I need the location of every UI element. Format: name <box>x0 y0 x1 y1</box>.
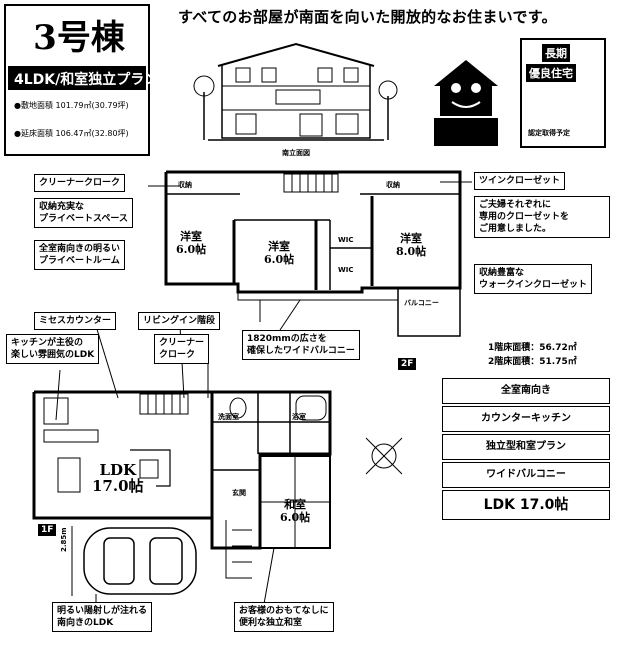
land-area: ●敷地面積 101.79㎡(30.79坪) <box>14 101 129 110</box>
balcony-label: バルコニー <box>404 299 439 307</box>
callout-cleaner-closet: クリーナークローク <box>34 174 126 192</box>
callout-living-in-stairs: リビングイン階段 <box>138 312 221 330</box>
logo-line1: 長期 <box>542 44 570 62</box>
south-elevation-drawing <box>193 42 398 141</box>
callout-kitchen-ldk: キッチンが主役の 楽しい雰囲気のLDK <box>6 334 100 364</box>
floor-area: ●延床面積 106.47㎡(32.80坪) <box>14 129 129 138</box>
feature-1: 全室南向き <box>442 378 610 404</box>
callout-south-rooms: 全室南向きの明るい プライベートルーム <box>34 240 126 270</box>
room-wic-1: WIC <box>338 236 354 244</box>
callout-wide-balcony: 1820mmの広さを 確保したワイドバルコニー <box>242 330 360 360</box>
feature-4: ワイドバルコニー <box>442 462 610 488</box>
closet-label-1: 収納 <box>178 181 192 189</box>
facade-caption: 南立面図 <box>282 149 310 157</box>
room-bath: 浴室 <box>292 413 306 421</box>
callout-bright-ldk: 明るい陽射しが注れる 南向きのLDK <box>52 602 153 632</box>
closet-label-2: 収納 <box>386 181 400 189</box>
floor-badge-1f: 1F <box>38 524 57 536</box>
feature-2: カウンターキッチン <box>442 406 610 432</box>
room-wic-2: WIC <box>338 266 354 274</box>
feature-5: LDK 17.0帖 <box>442 490 610 520</box>
compass-icon <box>365 437 403 475</box>
callout-twin-closet: ツインクローゼット <box>474 172 566 190</box>
house-icon <box>434 60 498 116</box>
second-floor-plan <box>164 170 462 337</box>
callout-walk-in: 収納豊富な ウォークインクローゼット <box>474 264 593 294</box>
long-term-quality-logo: 長期 優良住宅 認定取得予定 <box>520 38 606 148</box>
parking-width: 2.85m <box>60 527 68 552</box>
callout-cleaner-cloak: クリーナー クローク <box>154 334 210 364</box>
area-2f: 2階床面積：51.75㎡ <box>488 357 577 367</box>
callout-twin-closet-note: ご夫婦それぞれに 専用のクローゼットを ご用意しました。 <box>474 196 610 238</box>
first-floor-plan <box>32 390 332 579</box>
callout-guest-room: お客様のおもてなしに 便利な独立和室 <box>234 602 334 632</box>
logo-line2: 優良住宅 <box>526 64 576 82</box>
building-number: 3号棟 <box>33 18 125 58</box>
room-washroom: 洗面室 <box>218 413 239 421</box>
logo-note: 認定取得予定 <box>528 129 570 137</box>
room-entrance: 玄関 <box>232 489 246 497</box>
area-1f: 1階床面積：56.72㎡ <box>488 343 577 353</box>
headline: すべてのお部屋が南面を向いた開放的なお住まいです。 <box>178 8 557 26</box>
callout-mrs-counter: ミセスカウンター <box>34 312 117 330</box>
feature-3: 独立型和室プラン <box>442 434 610 460</box>
plan-type-band: 4LDK/和室独立プラン <box>8 66 158 90</box>
certification-black-panel <box>434 118 498 146</box>
car-drawing <box>83 527 197 595</box>
floor-badge-2f: 2F <box>398 358 417 370</box>
building-info-box: 3号棟 4LDK/和室独立プラン ●敷地面積 101.79㎡(30.79坪) ●… <box>4 4 158 156</box>
callout-storage-space: 収納充実な プライベートスペース <box>34 198 133 228</box>
